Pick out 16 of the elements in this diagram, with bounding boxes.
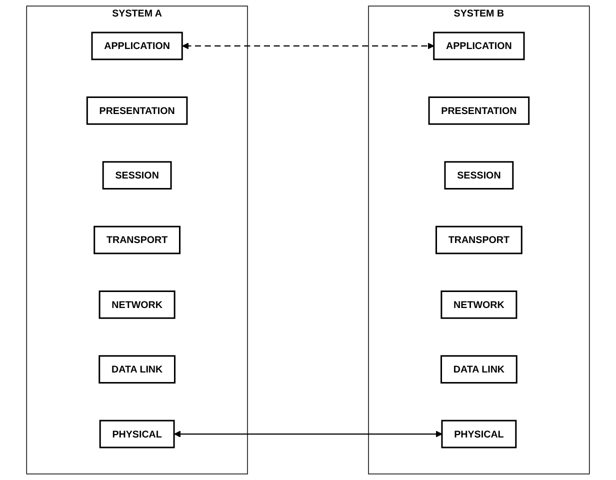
node-box: TRANSPORT [94, 226, 181, 254]
node-box: SESSION [444, 161, 514, 190]
node-box: NETWORK [440, 290, 518, 319]
node-box: APPLICATION [433, 32, 525, 60]
arrow [182, 42, 434, 50]
node-box: APPLICATION [91, 32, 183, 60]
node-box: DATA LINK [98, 355, 176, 384]
node-box: PRESENTATION [428, 96, 530, 125]
node-box: PHYSICAL [441, 420, 517, 448]
node-box: SESSION [102, 161, 172, 190]
node-box: TRANSPORT [435, 226, 522, 254]
node-box: DATA LINK [440, 355, 518, 384]
arrow [174, 430, 442, 438]
node-box: PHYSICAL [99, 420, 175, 448]
node-box: NETWORK [98, 290, 176, 319]
node-box: PRESENTATION [86, 96, 188, 125]
